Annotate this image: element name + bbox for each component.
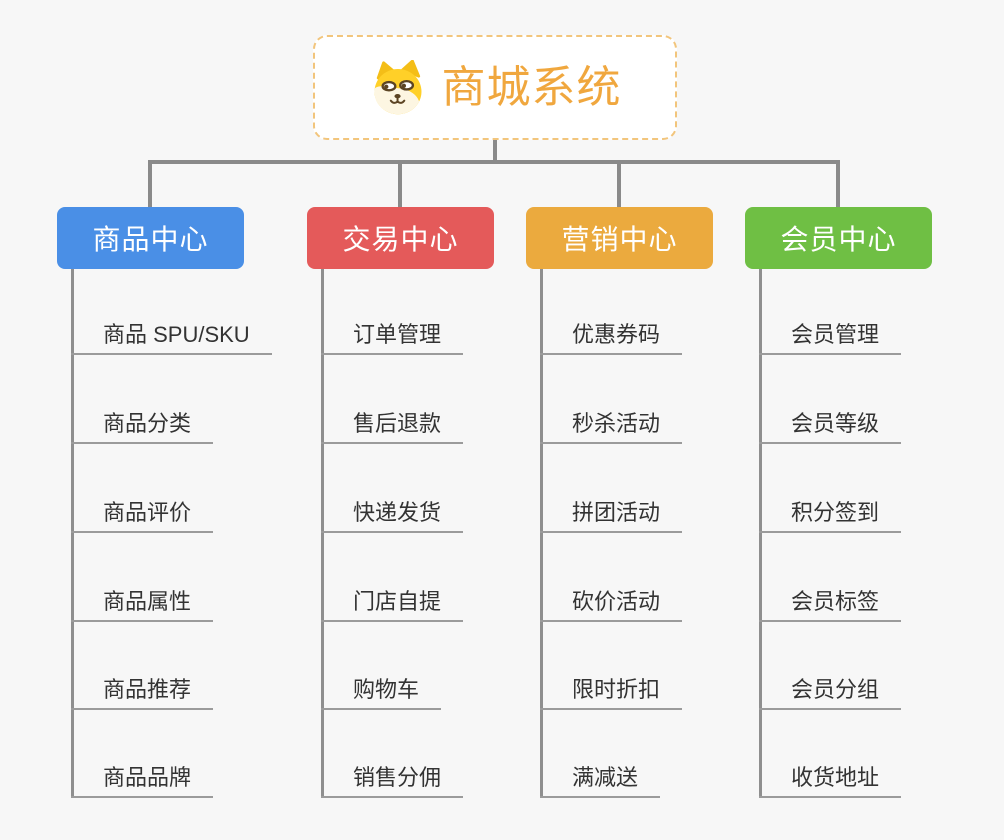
shiba-dog-icon — [369, 59, 427, 116]
branch-node-marketing-center[interactable]: 营销中心 — [526, 207, 713, 269]
trunk-line-trade-center — [321, 269, 324, 798]
leaf-label: 积分签到 — [791, 500, 880, 525]
leaf-label: 会员分组 — [791, 677, 880, 702]
leaf-label: 拼团活动 — [572, 500, 661, 525]
branch-connector-drop-3 — [617, 160, 621, 210]
leaf-node[interactable]: 会员管理 — [759, 317, 902, 355]
branch-label: 会员中心 — [780, 224, 897, 255]
branch-node-member-center[interactable]: 会员中心 — [745, 207, 932, 269]
leaf-label: 商品分类 — [103, 411, 192, 436]
leaf-node[interactable]: 售后退款 — [321, 406, 464, 444]
branch-node-product-center[interactable]: 商品中心 — [57, 207, 244, 269]
leaf-node[interactable]: 砍价活动 — [540, 584, 683, 622]
leaf-node[interactable]: 购物车 — [321, 672, 442, 710]
leaf-label: 商品推荐 — [103, 677, 192, 702]
branch-node-trade-center[interactable]: 交易中心 — [307, 207, 494, 269]
branch-connector-drop-4 — [836, 160, 840, 210]
leaf-node[interactable]: 秒杀活动 — [540, 406, 683, 444]
branch-connector-drop-1 — [148, 160, 152, 210]
leaf-label: 商品属性 — [103, 589, 192, 614]
leaf-label: 商品 SPU/SKU — [103, 322, 250, 347]
leaf-node[interactable]: 商品属性 — [71, 584, 214, 622]
trunk-line-product-center — [71, 269, 74, 798]
leaf-node[interactable]: 商品评价 — [71, 495, 214, 533]
leaf-node[interactable]: 快递发货 — [321, 495, 464, 533]
leaf-label: 订单管理 — [353, 322, 442, 347]
leaf-label: 会员等级 — [791, 411, 880, 436]
leaf-node[interactable]: 拼团活动 — [540, 495, 683, 533]
leaf-label: 秒杀活动 — [572, 411, 661, 436]
leaf-label: 优惠券码 — [572, 322, 661, 347]
branch-label: 交易中心 — [342, 224, 459, 255]
leaf-label: 商品评价 — [103, 500, 192, 525]
leaf-node[interactable]: 收货地址 — [759, 760, 902, 798]
branch-connector-horizontal — [150, 160, 840, 164]
leaf-label: 售后退款 — [353, 411, 442, 436]
branch-connector-drop-2 — [398, 160, 402, 210]
root-title: 商城系统 — [441, 62, 622, 112]
leaf-node[interactable]: 会员等级 — [759, 406, 902, 444]
leaf-label: 收货地址 — [791, 765, 880, 790]
leaf-node[interactable]: 商品 SPU/SKU — [71, 317, 272, 355]
leaf-node[interactable]: 积分签到 — [759, 495, 902, 533]
root-node[interactable]: 商城系统 — [313, 35, 677, 140]
leaf-node[interactable]: 门店自提 — [321, 584, 464, 622]
trunk-line-member-center — [759, 269, 762, 798]
leaf-label: 砍价活动 — [572, 589, 661, 614]
leaf-node[interactable]: 会员标签 — [759, 584, 902, 622]
root-connector-stub — [493, 138, 497, 164]
branch-label: 营销中心 — [561, 224, 678, 255]
branch-label: 商品中心 — [92, 224, 209, 255]
leaf-label: 会员标签 — [791, 589, 880, 614]
leaf-label: 商品品牌 — [103, 765, 192, 790]
leaf-node[interactable]: 限时折扣 — [540, 672, 683, 710]
leaf-label: 满减送 — [572, 765, 639, 790]
leaf-node[interactable]: 订单管理 — [321, 317, 464, 355]
leaf-label: 门店自提 — [353, 589, 442, 614]
leaf-node[interactable]: 优惠券码 — [540, 317, 683, 355]
leaf-label: 购物车 — [353, 677, 420, 702]
leaf-label: 限时折扣 — [572, 677, 661, 702]
leaf-node[interactable]: 会员分组 — [759, 672, 902, 710]
trunk-line-marketing-center — [540, 269, 543, 798]
leaf-node[interactable]: 商品分类 — [71, 406, 214, 444]
leaf-node[interactable]: 销售分佣 — [321, 760, 464, 798]
leaf-node[interactable]: 商品推荐 — [71, 672, 214, 710]
leaf-label: 快递发货 — [353, 500, 442, 525]
leaf-label: 销售分佣 — [353, 765, 442, 790]
leaf-label: 会员管理 — [791, 322, 880, 347]
leaf-node[interactable]: 商品品牌 — [71, 760, 214, 798]
leaf-node[interactable]: 满减送 — [540, 760, 661, 798]
